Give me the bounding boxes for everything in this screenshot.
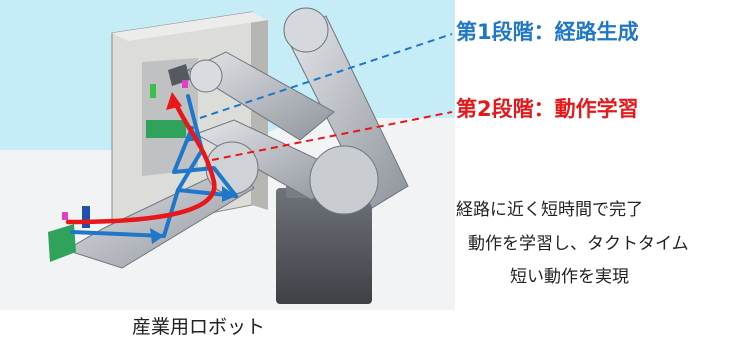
stage1-path <box>70 94 238 238</box>
green-work-block <box>48 224 76 262</box>
robot-joint-shoulder <box>309 145 379 215</box>
description-line-1: 経路に近く短時間で完了 <box>456 200 643 220</box>
stage2-leader <box>211 111 453 161</box>
robot-caption: 産業用ロボット <box>132 316 266 338</box>
stage1-leader <box>199 33 453 119</box>
wall-fixture-top <box>112 12 268 41</box>
stage1-label: 第1段階：経路生成 <box>456 20 639 44</box>
robot-forearm <box>186 51 335 141</box>
robot-base <box>276 188 372 304</box>
description-line-3: 短い動作を実現 <box>510 267 629 287</box>
stage2-label: 第2段階：動作学習 <box>456 97 639 121</box>
stage1-arrowhead-2 <box>222 186 236 202</box>
stage1-arrowhead-1 <box>150 228 164 244</box>
blue-tool <box>82 206 90 228</box>
stage2-arrowhead <box>166 92 182 110</box>
green-strip <box>146 120 186 138</box>
magenta-marker-lower <box>62 212 68 220</box>
magenta-marker-upper <box>182 80 188 88</box>
description-line-2: 動作を学習し、タクトタイム <box>468 234 689 254</box>
robot-joint-top <box>283 7 329 53</box>
stage2-path <box>65 101 217 225</box>
robot-joint-wrist <box>189 59 223 93</box>
green-marker <box>150 84 156 98</box>
